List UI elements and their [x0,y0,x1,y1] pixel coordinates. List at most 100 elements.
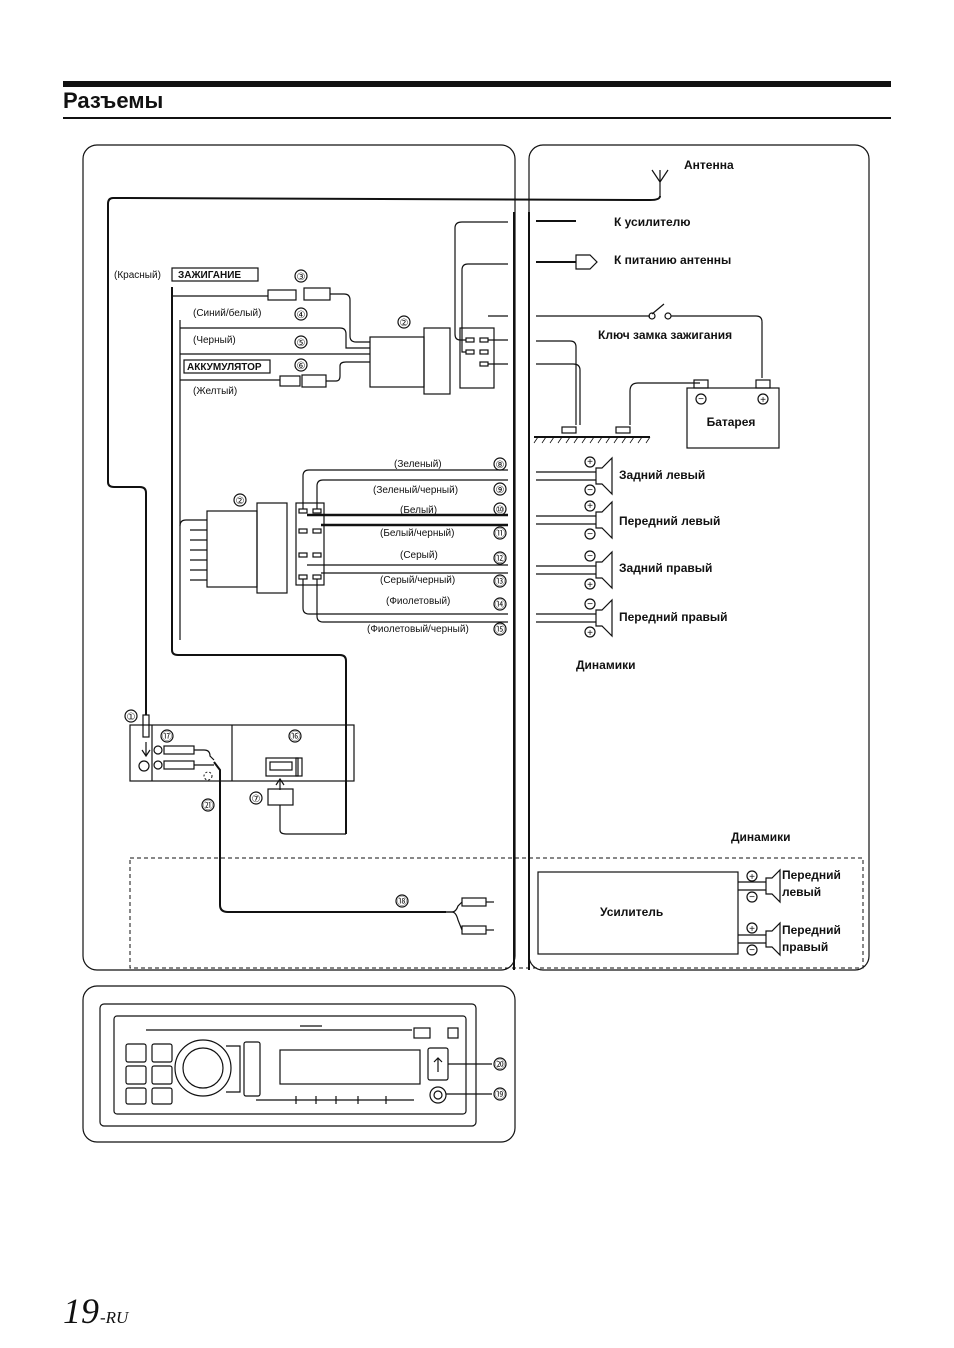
antenna-icon [651,169,669,196]
battery-icon [686,387,780,449]
callout-7: ⑦ [252,794,261,805]
red-label: (Красный) [114,270,161,281]
speaker-icon-2 [595,500,613,540]
preset-button-6 [151,1087,173,1105]
battery-tag-label: АККУМУЛЯТОР [187,362,262,373]
fl-minus: − [587,529,593,540]
eject-button [413,1027,431,1039]
speaker-icon-4 [595,598,613,638]
fl-plus: + [587,501,593,512]
green-label: (Зеленый) [394,459,442,470]
blue-white-label: (Синий/белый) [193,307,261,319]
yellow-label: (Желтый) [193,386,237,397]
release-button [447,1027,459,1039]
speaker-icon-5 [765,868,781,904]
head-unit-rear [129,724,355,782]
ignition-label: ЗАЖИГАНИЕ [178,270,241,281]
callout-1: ① [127,712,136,723]
plus-sign-icon [757,393,769,405]
battery-minus: − [698,394,704,405]
page-number: 19 [63,1291,99,1331]
violet-label: (Фиолетовый) [386,596,450,607]
callout-5: ⑤ [297,338,306,349]
amp-r-minus: − [749,945,755,956]
amp-front-right-label-2: правый [782,940,828,954]
remote-jack-icon [203,771,213,781]
amp-speakers-label: Динамики [731,830,790,844]
to-amplifier-label: К усилителю [614,215,691,229]
power-socket [459,327,495,389]
front-left-label: Передний левый [619,514,720,528]
rca-jack-icon-2 [153,760,163,770]
preset-button-2 [151,1043,173,1063]
page-number-suffix: -RU [100,1308,130,1327]
front-panel-frame [82,985,516,1143]
speaker-icon-3 [595,550,613,590]
battery-lead [326,361,370,382]
callout-6: ⑥ [297,361,306,372]
to-antenna-power-label: К питанию антенны [614,253,731,267]
faceplate-outer [99,1003,477,1127]
callout-2b: ② [236,496,245,507]
battery-positive-terminal [755,379,771,389]
preset-button-4 [151,1065,173,1085]
battery-tag [183,359,271,374]
antenna-cable [107,195,661,715]
battery-negative-wire [629,382,700,425]
ignition-key-label: Ключ замка зажигания [598,328,732,342]
speaker-connector-body [256,502,288,594]
violet-black-label: (Фиолетовый/черный) [367,624,469,635]
preset-button-5 [125,1087,147,1105]
callout-14: ⑭ [495,599,505,611]
antenna-plug-icon [142,714,150,738]
speaker-rear-right [536,550,613,590]
callout-16: ⑯ [290,731,300,743]
ignition-lead [330,293,370,343]
fuse-connector-icon-2 [303,287,331,301]
speaker-icon [595,456,613,496]
rca-out-plug-icon-2 [461,925,487,935]
amplifier-box [537,871,739,955]
preset-button [125,1043,147,1063]
battery-label: Батарея [707,415,756,429]
usb-icon [433,1057,443,1072]
white-label: (Белый) [400,505,437,516]
amp-front-left-label-2: левый [782,885,821,899]
callout-11: ⑪ [495,528,505,540]
ground-terminal-icon-2 [615,426,631,434]
amp-l-plus: + [749,872,755,883]
rca-cable [213,761,446,913]
callout-17: ⑰ [162,731,172,743]
white-black-label: (Белый/черный) [380,528,454,539]
speaker-connector-plug [206,510,258,588]
callout-4: ④ [297,310,306,321]
black-label: (Черный) [193,335,236,346]
antenna-power-connector-icon [575,254,598,270]
callout-13: ⑬ [495,576,505,588]
rl-minus: − [587,485,593,496]
volume-knob [182,1047,224,1089]
battery-negative-terminal [693,379,709,389]
fr-plus: + [587,628,593,639]
fr-minus: − [587,599,593,610]
callout-18: ⑱ [397,896,407,908]
side-button [243,1041,261,1097]
battery-plus: + [760,395,766,406]
callout-9: ⑨ [496,485,505,496]
speakers-label: Динамики [576,658,635,672]
amp-front-right-label-1: Передний [782,923,841,937]
callout-8: ⑧ [496,460,505,471]
speaker-rear-left [536,456,613,496]
rear-left-label: Задний левый [619,468,705,482]
power-connector-body [423,327,451,395]
rr-plus: + [587,580,593,591]
rear-right-label: Задний правый [619,561,712,575]
speaker-front-left [536,500,613,540]
connector-7 [267,788,294,806]
power-connector-plug [369,336,425,388]
preset-button-3 [125,1065,147,1085]
speaker-front-right [536,598,613,638]
ground-wire [536,340,577,425]
fuse-connector-icon-3 [279,375,301,387]
